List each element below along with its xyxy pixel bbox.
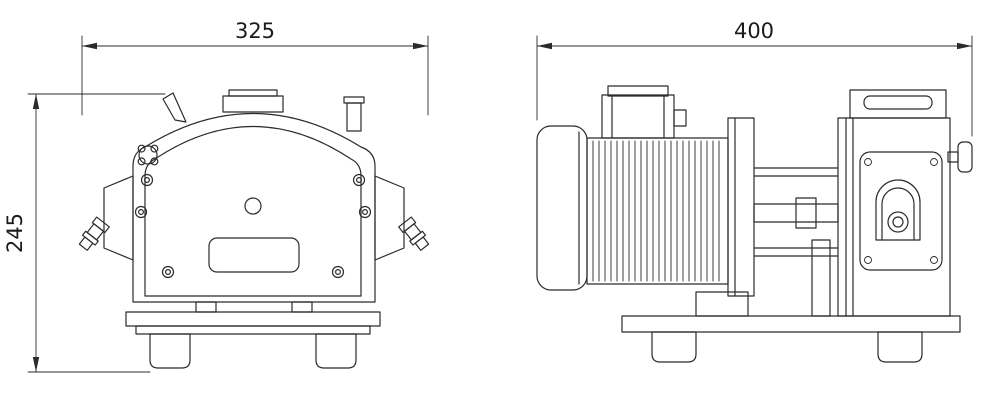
motor-flange	[727, 117, 755, 297]
top-fitting	[346, 102, 362, 132]
arrowhead-left	[82, 42, 97, 50]
center-shaft-hole	[244, 197, 262, 215]
housing-outline	[132, 112, 376, 303]
arrowhead-top	[32, 94, 40, 109]
base-plate	[621, 315, 961, 333]
right-hose-port	[398, 216, 430, 251]
foot-pad	[877, 331, 923, 363]
dimension-front-height: 245	[3, 93, 166, 373]
pump-housing	[837, 117, 951, 317]
front-view	[78, 89, 430, 369]
tube-clamp-arch	[875, 179, 921, 241]
front-base	[125, 301, 381, 369]
coupling-block	[795, 197, 817, 229]
foot-pad	[651, 331, 697, 363]
left-hose-port	[78, 216, 110, 251]
arrowhead-bottom	[32, 357, 40, 372]
dimension-label-front-width: 325	[235, 19, 275, 43]
motor	[536, 117, 755, 317]
top-block-lip	[228, 89, 278, 97]
front-plate-outline	[144, 126, 362, 297]
foot-pad	[315, 333, 357, 369]
support-tab	[291, 301, 313, 313]
arrowhead-right	[413, 42, 428, 50]
left-bracket	[103, 175, 134, 261]
terminal-box	[601, 85, 687, 139]
cable-gland	[673, 109, 687, 127]
top-fitting-cap	[343, 96, 365, 104]
name-plate	[208, 237, 300, 273]
support-tab	[195, 301, 217, 313]
right-bracket	[374, 175, 405, 261]
mount-bracket	[811, 239, 831, 317]
bolt-holes	[134, 173, 372, 279]
top-block	[222, 95, 284, 113]
side-knob	[957, 141, 973, 173]
dimension-front-width: 325	[81, 19, 429, 116]
dimension-label-side-length: 400	[734, 19, 774, 43]
arrowhead-left	[537, 42, 552, 50]
side-base	[621, 239, 961, 363]
motor-fins	[592, 140, 720, 282]
pump-head-side	[837, 89, 973, 317]
dimension-label-front-height: 245	[3, 213, 27, 253]
arrowhead-right	[957, 42, 972, 50]
latch-lever	[162, 92, 187, 123]
handle-grip-slot	[863, 95, 933, 110]
tube-clamp-arch-inner	[881, 187, 915, 241]
tube-port	[887, 211, 909, 233]
side-panel	[859, 151, 943, 271]
side-view	[536, 85, 973, 363]
base-plate	[125, 311, 381, 327]
base-subplate	[135, 325, 371, 335]
foot-pad	[149, 333, 191, 369]
dimension-side-length: 400	[536, 19, 973, 137]
star-knob	[137, 144, 159, 166]
coupling	[753, 167, 839, 257]
